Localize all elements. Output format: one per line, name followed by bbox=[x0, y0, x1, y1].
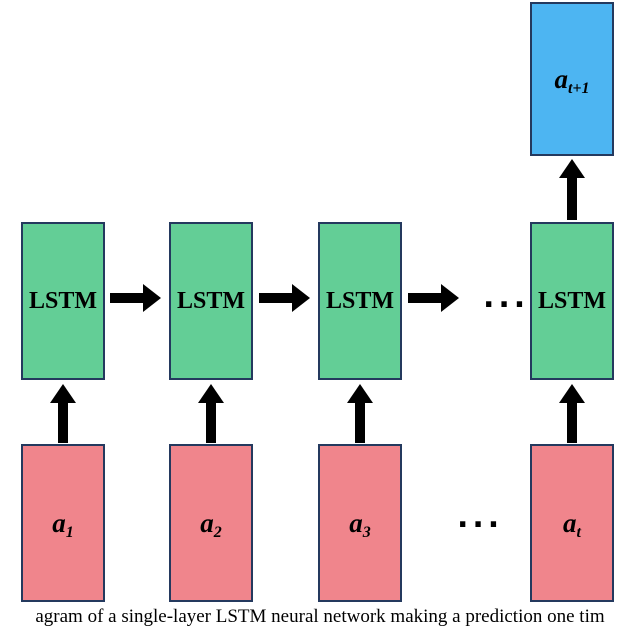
lstm-label: LSTM bbox=[28, 287, 97, 314]
lstm-label: LSTM bbox=[325, 287, 394, 314]
arrow-right-3 bbox=[408, 284, 459, 312]
arrow-up-output bbox=[559, 159, 585, 220]
input-label-2: a2 bbox=[200, 507, 222, 541]
input-box-3: a3 bbox=[318, 444, 402, 602]
arrow-right-1 bbox=[110, 284, 161, 312]
ellipsis-middle: ... bbox=[483, 280, 530, 315]
figure-caption: agram of a single-layer LSTM neural netw… bbox=[35, 606, 605, 627]
input-box-1: a1 bbox=[21, 444, 105, 602]
output-label: at+1 bbox=[554, 63, 590, 97]
arrow-up-1 bbox=[50, 384, 76, 443]
lstm-box-3: LSTM bbox=[318, 222, 402, 380]
input-label-3: a3 bbox=[349, 507, 371, 541]
lstm-box-1: LSTM bbox=[21, 222, 105, 380]
input-label-1: a1 bbox=[52, 507, 74, 541]
input-box-2: a2 bbox=[169, 444, 253, 602]
arrow-up-3 bbox=[347, 384, 373, 443]
lstm-label: LSTM bbox=[537, 287, 606, 314]
input-label-4: at bbox=[563, 507, 581, 541]
lstm-label: LSTM bbox=[176, 287, 245, 314]
ellipsis-bottom: ... bbox=[457, 500, 504, 535]
arrow-up-2 bbox=[198, 384, 224, 443]
lstm-box-2: LSTM bbox=[169, 222, 253, 380]
arrow-right-2 bbox=[259, 284, 310, 312]
lstm-box-4: LSTM bbox=[530, 222, 614, 380]
input-box-4: at bbox=[530, 444, 614, 602]
arrow-up-4 bbox=[559, 384, 585, 443]
output-box: at+1 bbox=[530, 2, 614, 156]
